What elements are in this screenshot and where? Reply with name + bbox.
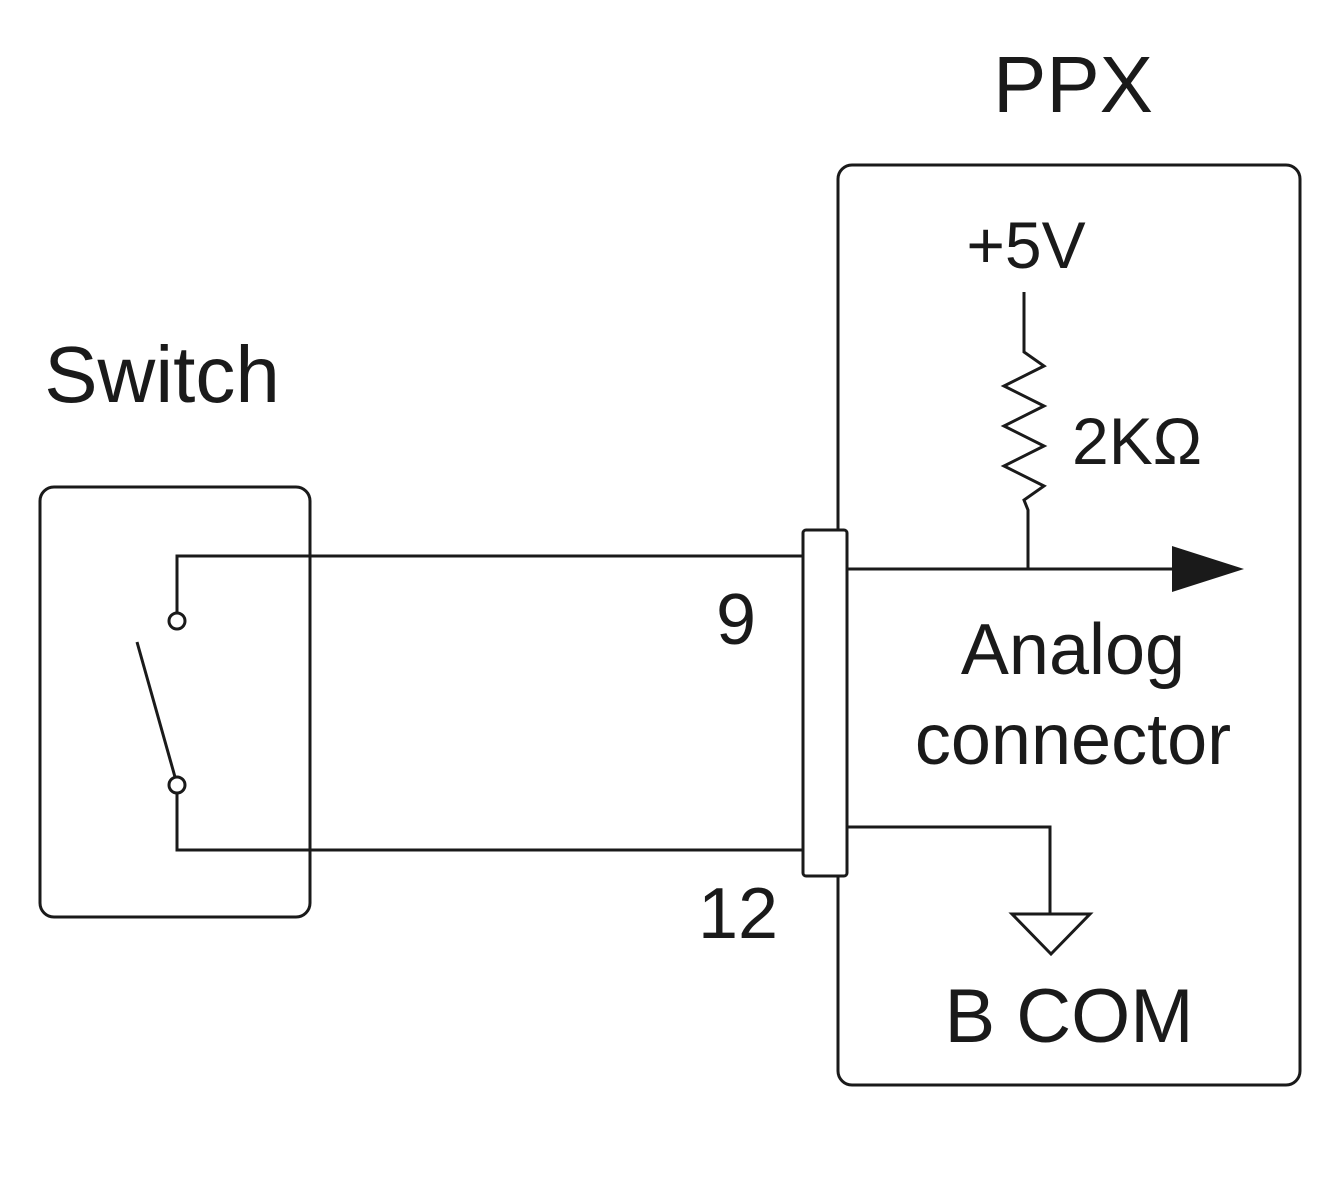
connector-block [801, 528, 849, 878]
switch-top-lead [175, 554, 803, 613]
resistor-label: 2KΩ [1072, 404, 1202, 478]
pin-12-label: 12 [698, 874, 778, 954]
ppx-title: PPX [993, 40, 1153, 129]
switch-blade [135, 641, 177, 778]
arrow-right-icon [1172, 546, 1244, 592]
ground-icon [1008, 912, 1094, 957]
switch-bottom-contact [167, 775, 187, 795]
switch-bottom-lead [175, 793, 803, 852]
pin-9-label: 9 [716, 580, 756, 660]
ground-label: B COM [944, 974, 1193, 1059]
connector-label-line1: Analog [961, 610, 1185, 690]
ground-line [847, 825, 1052, 914]
resistor-symbol [1000, 292, 1048, 569]
switch-symbol [135, 554, 803, 852]
switch-top-contact [167, 611, 187, 631]
connector-label-line2: connector [915, 700, 1231, 780]
switch-title: Switch [44, 330, 280, 419]
switch-box [38, 485, 312, 919]
supply-label: +5V [966, 208, 1085, 282]
